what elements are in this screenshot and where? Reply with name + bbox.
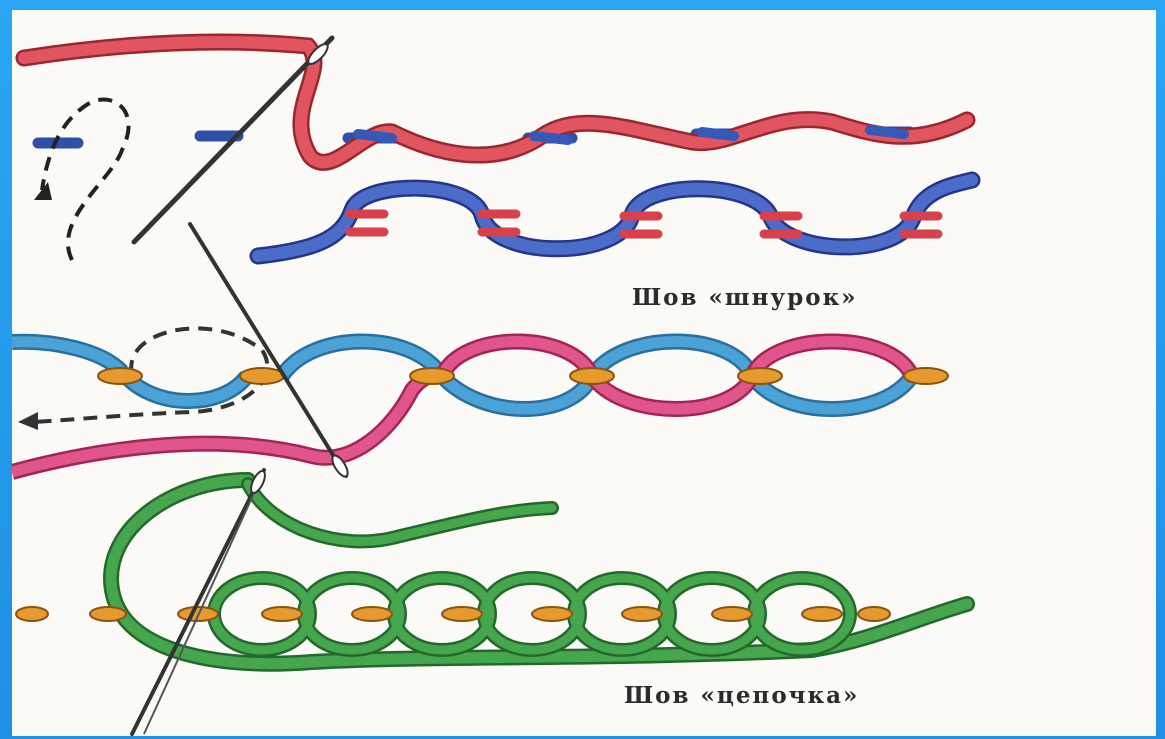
stitch-diagrams bbox=[12, 10, 1156, 736]
interlaced-stitch-diagram bbox=[12, 224, 948, 479]
orange-stitches bbox=[98, 368, 948, 384]
red-thread bbox=[24, 42, 967, 162]
illustration-sheet: Шов «шнурок» Шов «цепочка» bbox=[12, 10, 1156, 736]
overlay-stitch bbox=[702, 132, 734, 136]
chain-stitch-caption: Шов «цепочка» bbox=[624, 682, 859, 709]
overlay-stitch bbox=[534, 136, 568, 140]
dashed-path-arrow bbox=[42, 100, 129, 260]
overlay-stitch bbox=[358, 134, 392, 138]
overlay-stitch bbox=[870, 130, 904, 134]
cord-stitch-double-diagram bbox=[258, 180, 972, 256]
cord-stitch-caption: Шов «шнурок» bbox=[632, 284, 858, 311]
red-thread-outline bbox=[24, 42, 967, 162]
needle-shadow bbox=[144, 480, 260, 734]
arrow-head-icon bbox=[18, 412, 38, 430]
